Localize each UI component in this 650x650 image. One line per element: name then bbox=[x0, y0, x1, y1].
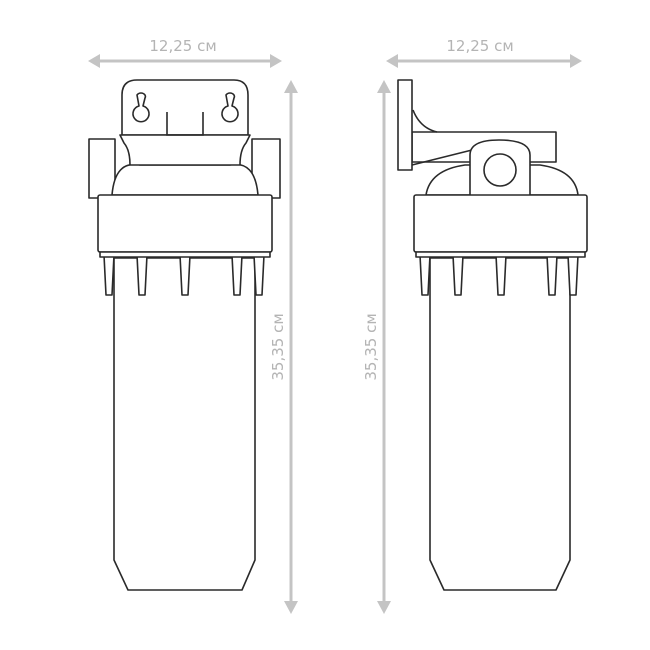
wall-plate bbox=[397, 79, 413, 171]
filter-collar bbox=[413, 194, 588, 253]
front-width-label: 12,25 см bbox=[149, 37, 216, 55]
front-height-dimension: 35,35 см bbox=[269, 80, 298, 614]
filter-bowl bbox=[429, 257, 571, 591]
bowl-ribs bbox=[419, 254, 579, 296]
keyhole-right bbox=[221, 92, 239, 123]
side-width-label: 12,25 см bbox=[446, 37, 513, 55]
front-height-label: 35,35 см bbox=[269, 313, 287, 380]
side-width-dimension: 12,25 см bbox=[386, 37, 582, 68]
front-view-filter bbox=[88, 79, 281, 591]
side-height-dimension: 35,35 см bbox=[362, 80, 391, 614]
filter-collar bbox=[97, 194, 273, 253]
inlet-port bbox=[88, 138, 116, 199]
filter-head bbox=[111, 163, 259, 196]
filter-bowl bbox=[113, 257, 256, 591]
port-opening bbox=[483, 153, 517, 187]
keyhole-left bbox=[132, 92, 150, 123]
mounting-bracket bbox=[121, 79, 249, 136]
side-height-label: 35,35 см bbox=[362, 313, 380, 380]
side-view-filter bbox=[397, 79, 588, 591]
front-width-dimension: 12,25 см bbox=[88, 37, 282, 68]
